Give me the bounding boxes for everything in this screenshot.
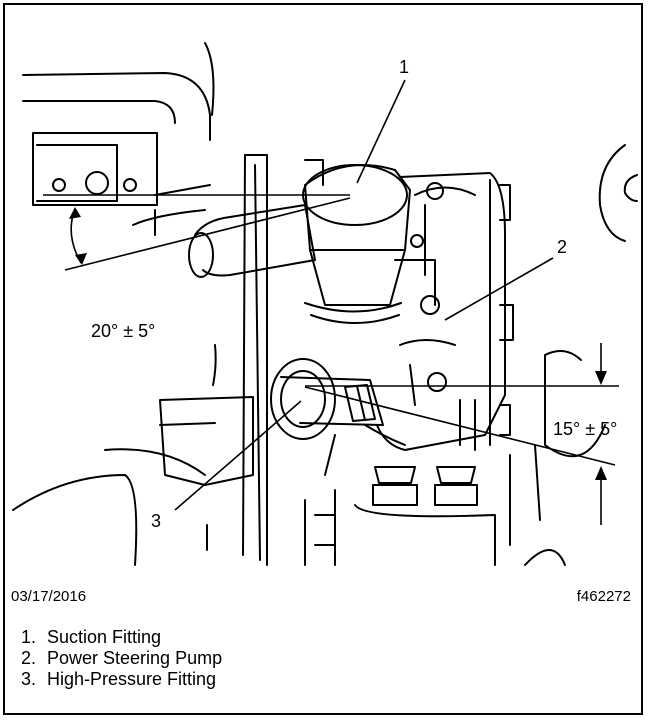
legend-item: 3. High-Pressure Fitting <box>21 669 222 690</box>
suction-hose <box>194 204 316 277</box>
angle-label-lower: 15° ± 5° <box>553 419 617 439</box>
callout-1: 1 <box>399 57 409 77</box>
legend-label: High-Pressure Fitting <box>47 669 217 689</box>
legend-list: 1.Suction Fitting 2.Power Steering Pump … <box>21 627 222 690</box>
angle-label-upper: 20° ± 5° <box>91 321 155 341</box>
legend-number: 3. <box>21 669 37 689</box>
angle-line-upper-tilted <box>64 197 351 271</box>
leader-1 <box>356 79 406 184</box>
pump-illustration: 1 2 3 20° ± 5° 15° ± 5° <box>12 42 638 566</box>
legend-number: 1. <box>21 627 37 647</box>
legend-item: 2. Power Steering Pump <box>21 648 222 669</box>
pump-body <box>376 172 506 451</box>
lower-bolts <box>372 484 418 506</box>
housing-outline <box>22 72 211 141</box>
legend-label: Power Steering Pump <box>47 648 223 668</box>
figure-code: f462272 <box>576 588 631 605</box>
figure-date: 03/17/2016 <box>11 588 87 605</box>
suction-fitting <box>304 164 411 306</box>
leader-2 <box>444 257 554 321</box>
legend-label: Suction Fitting <box>47 627 162 647</box>
callout-2: 2 <box>557 237 567 257</box>
legend-item: 1. Suction Fitting <box>21 627 222 648</box>
high-pressure-fitting <box>270 358 336 440</box>
callout-3: 3 <box>151 511 161 531</box>
figure-frame: 1 2 3 20° ± 5° 15° ± 5° 03/17/2016 f4622… <box>3 3 643 715</box>
leader-3 <box>174 400 302 511</box>
mounting-plate <box>244 154 268 566</box>
angle-line-lower-tilted <box>304 386 616 466</box>
legend-number: 2. <box>21 648 37 668</box>
